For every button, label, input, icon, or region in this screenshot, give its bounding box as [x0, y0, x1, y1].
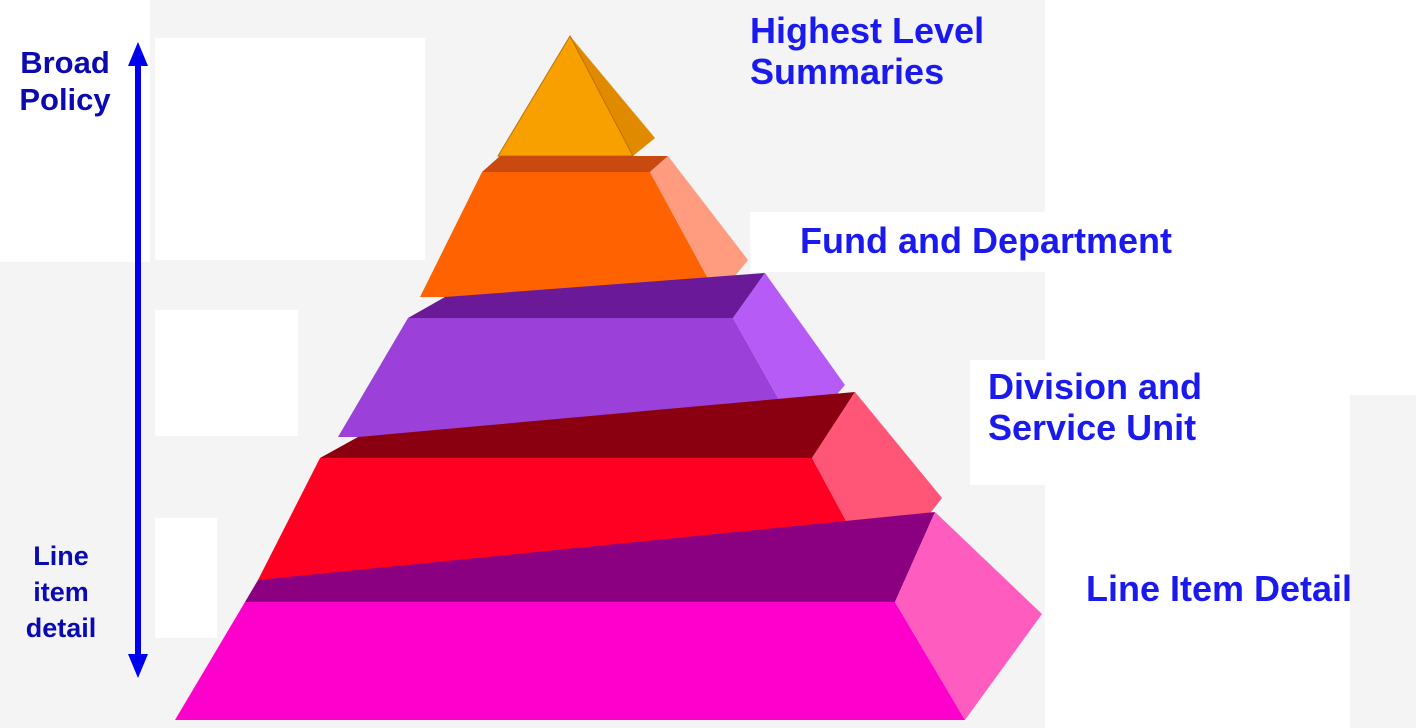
white-box — [750, 212, 1050, 272]
vertical-double-arrow — [128, 42, 148, 678]
pyramid-tier-2 — [420, 156, 748, 297]
background-panel — [1350, 395, 1416, 728]
broad-policy-label: Broad Policy — [19, 45, 111, 117]
white-box — [970, 360, 1260, 485]
white-box — [155, 38, 425, 260]
line-item-detail-side-label: Line item detail — [25, 541, 97, 643]
white-box — [155, 310, 298, 436]
tier-label-line-item-detail: Line Item Detail — [1086, 568, 1353, 609]
background-panel — [0, 262, 150, 728]
pyramid-tier-1 — [497, 34, 655, 157]
tier-label-division-and-service-unit: Division and Service Unit — [988, 366, 1203, 449]
tier-label-highest-level-summaries: Highest Level Summaries — [750, 10, 985, 93]
tier-label-fund-and-department: Fund and Department — [800, 220, 1173, 261]
white-box — [155, 518, 217, 638]
pyramid-tier-5 — [175, 512, 1042, 720]
